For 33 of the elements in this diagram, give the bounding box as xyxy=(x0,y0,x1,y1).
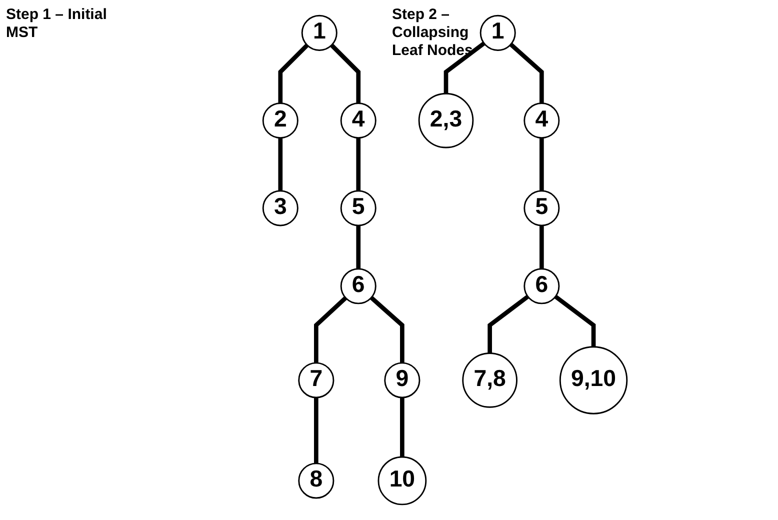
connector xyxy=(370,296,404,363)
node-circle: 2,3 xyxy=(418,92,474,148)
node-circle: 2 xyxy=(262,102,298,139)
node-circle: 3 xyxy=(262,190,298,226)
connector xyxy=(400,398,404,457)
node-circle: 8 xyxy=(298,462,334,499)
connector xyxy=(278,138,283,191)
node-circle: 1 xyxy=(480,14,516,51)
connector xyxy=(278,44,309,104)
connector xyxy=(488,294,530,354)
connector xyxy=(444,42,486,94)
node-circle: 6 xyxy=(340,268,376,304)
node-circle: 6 xyxy=(524,268,560,304)
connector xyxy=(540,138,544,191)
connector xyxy=(540,225,544,269)
connector xyxy=(509,42,544,104)
node-circle: 7,8 xyxy=(462,352,518,408)
node-circle: 1 xyxy=(301,14,338,51)
node-circle: 4 xyxy=(524,102,560,139)
step-heading: Step 1 – Initial MST xyxy=(6,6,108,42)
connector xyxy=(356,138,361,191)
node-circle: 9 xyxy=(384,362,420,398)
node-circle: 4 xyxy=(340,102,376,139)
node-circle: 5 xyxy=(524,190,560,226)
node-circle: 7 xyxy=(298,362,334,398)
node-circle: 10 xyxy=(378,456,427,506)
connector xyxy=(356,225,361,269)
connector xyxy=(330,44,361,104)
connector xyxy=(314,296,348,363)
node-circle: 9,10 xyxy=(559,346,628,414)
connector xyxy=(314,398,318,464)
connector xyxy=(554,294,596,347)
node-circle: 5 xyxy=(340,190,376,226)
